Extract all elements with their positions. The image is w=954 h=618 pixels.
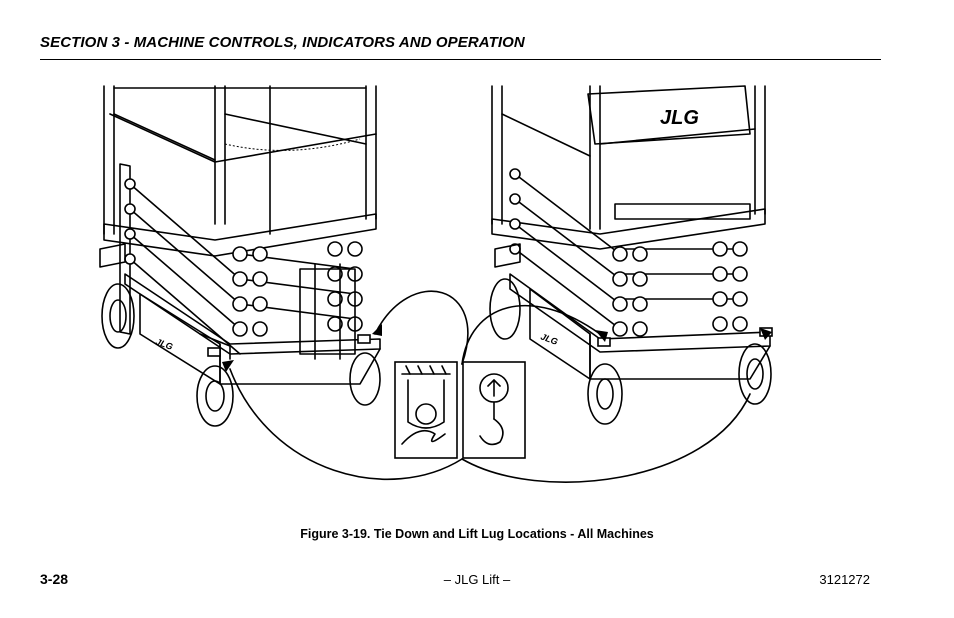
tie-down-icon xyxy=(394,361,458,459)
lift-lug-icon xyxy=(462,361,526,459)
right-machine-illustration: JLG xyxy=(489,85,773,425)
document-number: 3121272 xyxy=(819,572,870,587)
footer-title: – JLG Lift – xyxy=(443,572,511,587)
left-machine-illustration: JLG xyxy=(99,85,382,427)
figure-caption: Figure 3-19. Tie Down and Lift Lug Locat… xyxy=(300,527,654,541)
header-rule xyxy=(40,59,881,60)
section-title: SECTION 3 - MACHINE CONTROLS, INDICATORS… xyxy=(40,34,525,51)
callout-lines xyxy=(229,290,751,483)
page-number: 3-28 xyxy=(40,571,69,587)
right-machine-lower-jlg-logo: JLG xyxy=(539,331,559,346)
tie-down-lift-lug-figure: JLG JLG xyxy=(90,84,790,504)
right-machine-jlg-logo: JLG xyxy=(660,107,699,129)
